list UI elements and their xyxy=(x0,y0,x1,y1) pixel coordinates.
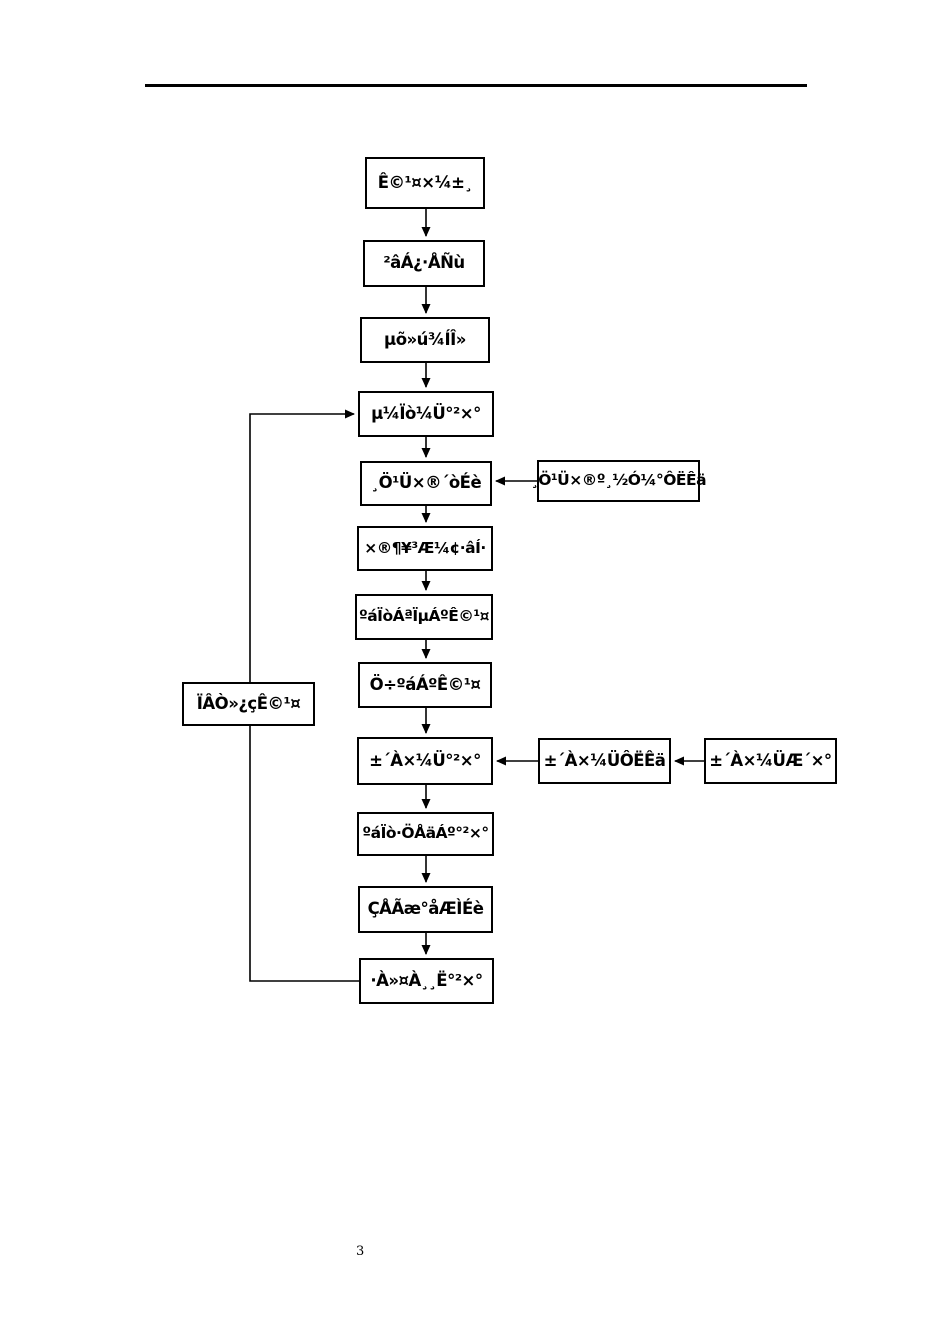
header-rule xyxy=(145,84,807,87)
flow-step-crane-positioning: µõ»ú¾ÍÎ» xyxy=(360,317,490,363)
flow-step-pile-driving: ¸Ö¹Ü×®´òÉè xyxy=(360,461,492,506)
side-box-pile-welding-transport: ¸Ö¹Ü×®º¸½Ó¼°ÔËÊä xyxy=(531,460,707,502)
flow-step-cross-bracing: ºáÏòÁªÏµÁºÊ©¹¤ xyxy=(355,594,493,640)
flow-step-pile-top-treatment: ×®¶¥³Æ¼¢·âÍ· xyxy=(357,526,493,571)
page-number: 3 xyxy=(356,1244,365,1259)
side-box-bailey-assembly: ±´À×¼ÜÆ´×° xyxy=(704,738,837,784)
side-box-bailey-transport: ±´À×¼ÜÔËÊä xyxy=(538,738,671,784)
flow-step-deck-laying: ÇÅÃæ°åÆÌÉè xyxy=(358,886,493,933)
flow-step-bailey-install: ±´À×¼Ü°²×° xyxy=(357,737,493,785)
flow-step-construction-preparation: Ê©¹¤×¼±¸ xyxy=(365,157,485,209)
side-box-next-span: ÏÂÒ»¿çÊ©¹¤ xyxy=(182,682,315,726)
flow-step-guide-frame-install: µ¼Ïò¼Ü°²×° xyxy=(358,391,494,437)
flow-step-main-crossbeam: Ö÷ºáÁºÊ©¹¤ xyxy=(358,662,492,708)
flow-step-survey-layout: ²âÁ¿·ÅÑù xyxy=(363,240,485,287)
flow-step-railing-install: ·À»¤À¸¸Ë°²×° xyxy=(359,958,494,1004)
flow-step-distribution-beam: ºáÏò·ÖÅäÁº°²×° xyxy=(357,812,494,856)
